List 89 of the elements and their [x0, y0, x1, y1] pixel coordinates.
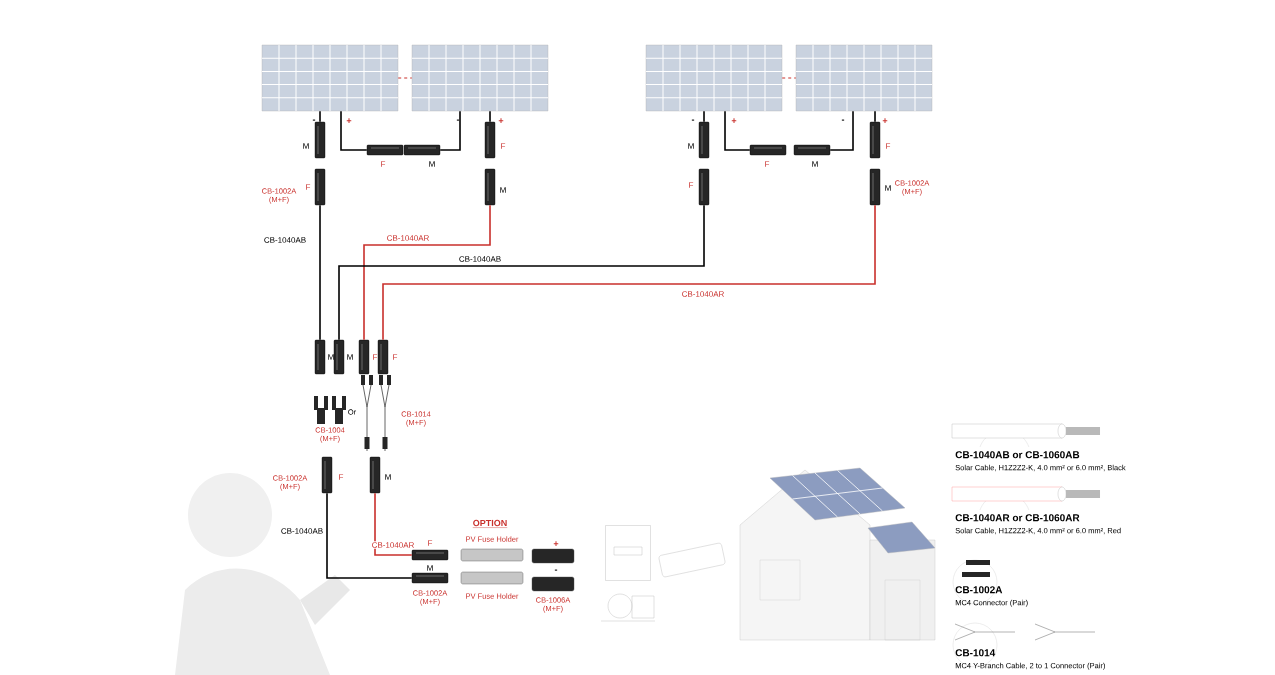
edge-label: CB-1040AB: [262, 236, 308, 244]
edge-label: CB-1040AR: [370, 541, 416, 549]
connector: [369, 456, 381, 494]
connector-label: F: [765, 161, 770, 167]
connector-label: M: [328, 354, 334, 360]
polarity-sign: +: [346, 118, 352, 123]
edge-label: CB-1040AB: [279, 527, 325, 535]
node-label: CB-1040AR or CB-1060AR: [955, 514, 1080, 522]
edge-label: CB-1040AR: [680, 290, 726, 298]
connector-label: M: [427, 565, 433, 571]
connector: [333, 339, 345, 375]
connector-label: F: [339, 474, 344, 480]
option-heading: OPTION: [472, 519, 508, 528]
connector: [358, 339, 370, 375]
connector-label: F: [501, 143, 506, 149]
connector: [403, 144, 441, 156]
connector-label: M: [429, 161, 435, 167]
connector: [869, 168, 881, 206]
connector: [749, 144, 787, 156]
node-label: CB-1040AB or CB-1060AB: [955, 451, 1080, 459]
y-branch-cable-drawing: [361, 375, 391, 452]
connector: [314, 339, 326, 375]
polarity-sign: +: [731, 118, 737, 123]
polarity-sign: -: [554, 569, 558, 571]
connector: [484, 168, 496, 206]
cable: [781, 77, 797, 79]
edge-label: CB-1040AB: [457, 255, 503, 263]
cable: [382, 204, 876, 341]
cable: [829, 110, 854, 151]
polarity-sign: +: [553, 541, 559, 546]
branch-connector-drawing: [314, 396, 346, 424]
fuse-holder: [460, 571, 524, 585]
cable: [340, 110, 368, 151]
cable: [363, 204, 491, 341]
connector: [377, 339, 389, 375]
polarity-sign: +: [498, 118, 504, 123]
polarity-sign: +: [882, 118, 888, 123]
connector-label: F: [373, 354, 378, 360]
house-drawing: [739, 467, 936, 641]
polarity-sign: -: [841, 119, 845, 121]
cable: [489, 110, 491, 123]
cable: [874, 110, 876, 123]
connector: [531, 576, 575, 592]
connector-label: M: [347, 354, 353, 360]
edge-label: CB-1040AR: [385, 234, 431, 242]
solar-panel: [411, 44, 549, 112]
connector: [314, 121, 326, 159]
polarity-sign: -: [312, 119, 316, 121]
water-pump-drawing: [600, 593, 656, 622]
connector: [698, 168, 710, 206]
connector-label: M: [812, 161, 818, 167]
connector: [698, 121, 710, 159]
solar-panel: [645, 44, 783, 112]
connector-label: M: [500, 187, 506, 193]
connector-label: F: [381, 161, 386, 167]
connector-label: F: [393, 354, 398, 360]
cable: [338, 204, 705, 341]
polarity-sign: -: [456, 119, 460, 121]
connector-label: M: [885, 185, 891, 191]
inverter-drawing: [605, 525, 651, 581]
cable: [397, 77, 413, 79]
connector-label: M: [303, 143, 309, 149]
connector: [484, 121, 496, 159]
solar-panel: [795, 44, 933, 112]
connector-label: F: [886, 143, 891, 149]
polarity-sign: -: [691, 119, 695, 121]
cable: [319, 110, 321, 123]
connector-label: F: [689, 182, 694, 188]
connector: [869, 121, 881, 159]
air-conditioner-drawing: [658, 542, 726, 578]
connector: [314, 168, 326, 206]
cable: [703, 110, 705, 123]
fuse-holder: [460, 548, 524, 562]
solar-panel: [261, 44, 399, 112]
cable: [374, 492, 413, 556]
cable: [319, 204, 321, 341]
connector: [366, 144, 404, 156]
connector-label: M: [385, 474, 391, 480]
connector: [411, 549, 449, 561]
cable: [326, 492, 413, 579]
connector: [321, 456, 333, 494]
connector-label: M: [688, 143, 694, 149]
cable: [439, 110, 461, 151]
connector: [531, 548, 575, 564]
connector-label: F: [428, 540, 433, 546]
connector: [793, 144, 831, 156]
cable: [724, 110, 751, 151]
connector-label: F: [306, 184, 311, 190]
connector: [411, 572, 449, 584]
